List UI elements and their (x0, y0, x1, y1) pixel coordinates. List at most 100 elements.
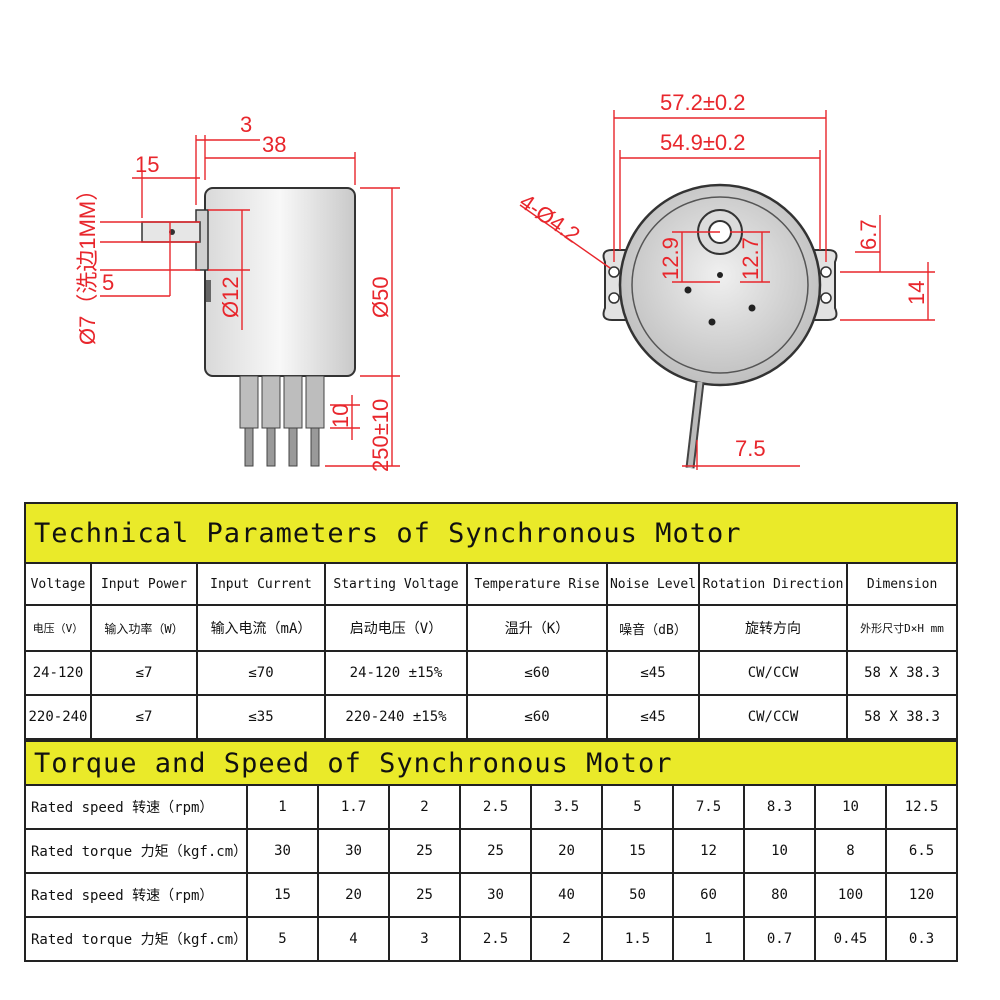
dim-phi50: Ø50 (368, 276, 393, 318)
cell-value: 50 (601, 872, 674, 918)
header-temperature-rise: Temperature Rise (466, 562, 608, 606)
cell-value: 30 (459, 872, 532, 918)
dim-250: 250±10 (368, 399, 393, 472)
dim-54: 54.9±0.2 (660, 130, 745, 155)
header-cn-temperature-rise: 温升（K） (466, 604, 608, 652)
cell-input-current: ≤35 (196, 694, 326, 740)
header-voltage: Voltage (24, 562, 92, 606)
dim-3: 3 (240, 112, 252, 137)
torque-speed-table: Torque and Speed of Synchronous Motor Ra… (23, 740, 959, 962)
cell-value: 2 (530, 916, 603, 962)
cell-value: 30 (317, 828, 390, 874)
row-label: Rated speed 转速（rpm） (24, 784, 248, 830)
header-cn-input-current: 输入电流（mA） (196, 604, 326, 652)
cell-value: 100 (814, 872, 887, 918)
dim-holes: 4-Ø4.2 (515, 189, 584, 248)
header-input-power: Input Power (90, 562, 198, 606)
header-input-current: Input Current (196, 562, 326, 606)
lead-wires (239, 375, 325, 467)
cell-value: 3.5 (530, 784, 603, 830)
side-view-dimensions (100, 135, 400, 467)
header-noise-level: Noise Level (606, 562, 700, 606)
cell-starting-voltage: 24-120 ±15% (324, 650, 468, 696)
cell-temperature-rise: ≤60 (466, 694, 608, 740)
cell-input-current: ≤70 (196, 650, 326, 696)
cell-noise-level: ≤45 (606, 650, 700, 696)
cell-value: 1 (246, 784, 319, 830)
header-cn-voltage: 电压（V） (24, 604, 92, 652)
cell-value: 60 (672, 872, 745, 918)
header-rotation-direction: Rotation Direction (698, 562, 848, 606)
row-label: Rated torque 力矩（kgf.cm） (24, 828, 248, 874)
cell-value: 12.5 (884, 784, 959, 830)
cell-value: 7.5 (672, 784, 745, 830)
header-dimension: Dimension (845, 562, 959, 606)
row-label: Rated speed 转速（rpm） (24, 872, 248, 918)
dim-15: 15 (135, 152, 159, 177)
technical-drawing: 3 38 15 5 Ø7（洗边1MM） Ø12 Ø50 10 250±10 (75, 90, 935, 472)
cell-value: 10 (814, 784, 887, 830)
table-row: Rated torque 力矩（kgf.cm） 5 4 3 2.5 2 1.5 … (24, 916, 959, 962)
dim-phi7: Ø7（洗边1MM） (75, 179, 100, 345)
cell-value: 40 (530, 872, 603, 918)
cell-value: 25 (388, 872, 461, 918)
header-starting-voltage: Starting Voltage (324, 562, 468, 606)
cell-value: 1.5 (601, 916, 674, 962)
technical-parameters-table: Technical Parameters of Synchronous Moto… (23, 502, 959, 740)
row-label: Rated torque 力矩（kgf.cm） (24, 916, 248, 962)
cell-value: 25 (388, 828, 461, 874)
table-row: 24-120 ≤7 ≤70 24-120 ±15% ≤60 ≤45 CW/CCW… (24, 650, 959, 696)
dim-phi12: Ø12 (218, 276, 243, 318)
header-cn-starting-voltage: 启动电压（V） (324, 604, 468, 652)
table-row: Rated speed 转速（rpm） 15 20 25 30 40 50 60… (24, 872, 959, 918)
cell-value: 8 (814, 828, 887, 874)
params-header-en-row: Voltage Input Power Input Current Starti… (24, 562, 959, 606)
header-cn-noise-level: 噪音（dB） (606, 604, 700, 652)
dim-57: 57.2±0.2 (660, 90, 745, 115)
cell-value: 3 (388, 916, 461, 962)
cell-noise-level: ≤45 (606, 694, 700, 740)
cell-value: 0.45 (814, 916, 887, 962)
params-table-title: Technical Parameters of Synchronous Moto… (23, 502, 959, 564)
cell-value: 2.5 (459, 784, 532, 830)
cell-value: 6.5 (884, 828, 959, 874)
table-row: Rated speed 转速（rpm） 1 1.7 2 2.5 3.5 5 7.… (24, 784, 959, 830)
table-row: Rated torque 力矩（kgf.cm） 30 30 25 25 20 1… (24, 828, 959, 874)
dim-7-5: 7.5 (735, 436, 766, 461)
header-cn-dimension: 外形尺寸D×H mm (845, 604, 959, 652)
cell-value: 8.3 (743, 784, 816, 830)
cell-value: 10 (743, 828, 816, 874)
cell-value: 15 (246, 872, 319, 918)
cell-temperature-rise: ≤60 (466, 650, 608, 696)
cell-value: 5 (601, 784, 674, 830)
header-cn-rotation-direction: 旋转方向 (698, 604, 848, 652)
cell-voltage: 24-120 (24, 650, 92, 696)
cell-value: 0.7 (743, 916, 816, 962)
table-row: 220-240 ≤7 ≤35 220-240 ±15% ≤60 ≤45 CW/C… (24, 694, 959, 740)
front-view-dimensions (519, 110, 935, 470)
cell-value: 15 (601, 828, 674, 874)
dim-6-7: 6.7 (856, 219, 881, 250)
dim-5: 5 (102, 270, 114, 295)
dim-38: 38 (262, 132, 286, 157)
torque-table-title: Torque and Speed of Synchronous Motor (23, 740, 959, 786)
front-view-motor (602, 183, 838, 469)
cell-input-power: ≤7 (90, 650, 198, 696)
cell-dimension: 58 X 38.3 (845, 650, 959, 696)
cell-input-power: ≤7 (90, 694, 198, 740)
cell-value: 0.3 (884, 916, 959, 962)
cell-rotation-direction: CW/CCW (698, 650, 848, 696)
cell-value: 25 (459, 828, 532, 874)
cell-value: 20 (530, 828, 603, 874)
cell-value: 120 (884, 872, 959, 918)
cell-voltage: 220-240 (24, 694, 92, 740)
cell-value: 12 (672, 828, 745, 874)
dim-12-7: 12.7 (738, 237, 763, 280)
cell-rotation-direction: CW/CCW (698, 694, 848, 740)
cell-starting-voltage: 220-240 ±15% (324, 694, 468, 740)
cell-value: 2.5 (459, 916, 532, 962)
dim-12-9: 12.9 (658, 237, 683, 280)
dim-10: 10 (328, 404, 353, 428)
cell-value: 1.7 (317, 784, 390, 830)
cell-value: 5 (246, 916, 319, 962)
